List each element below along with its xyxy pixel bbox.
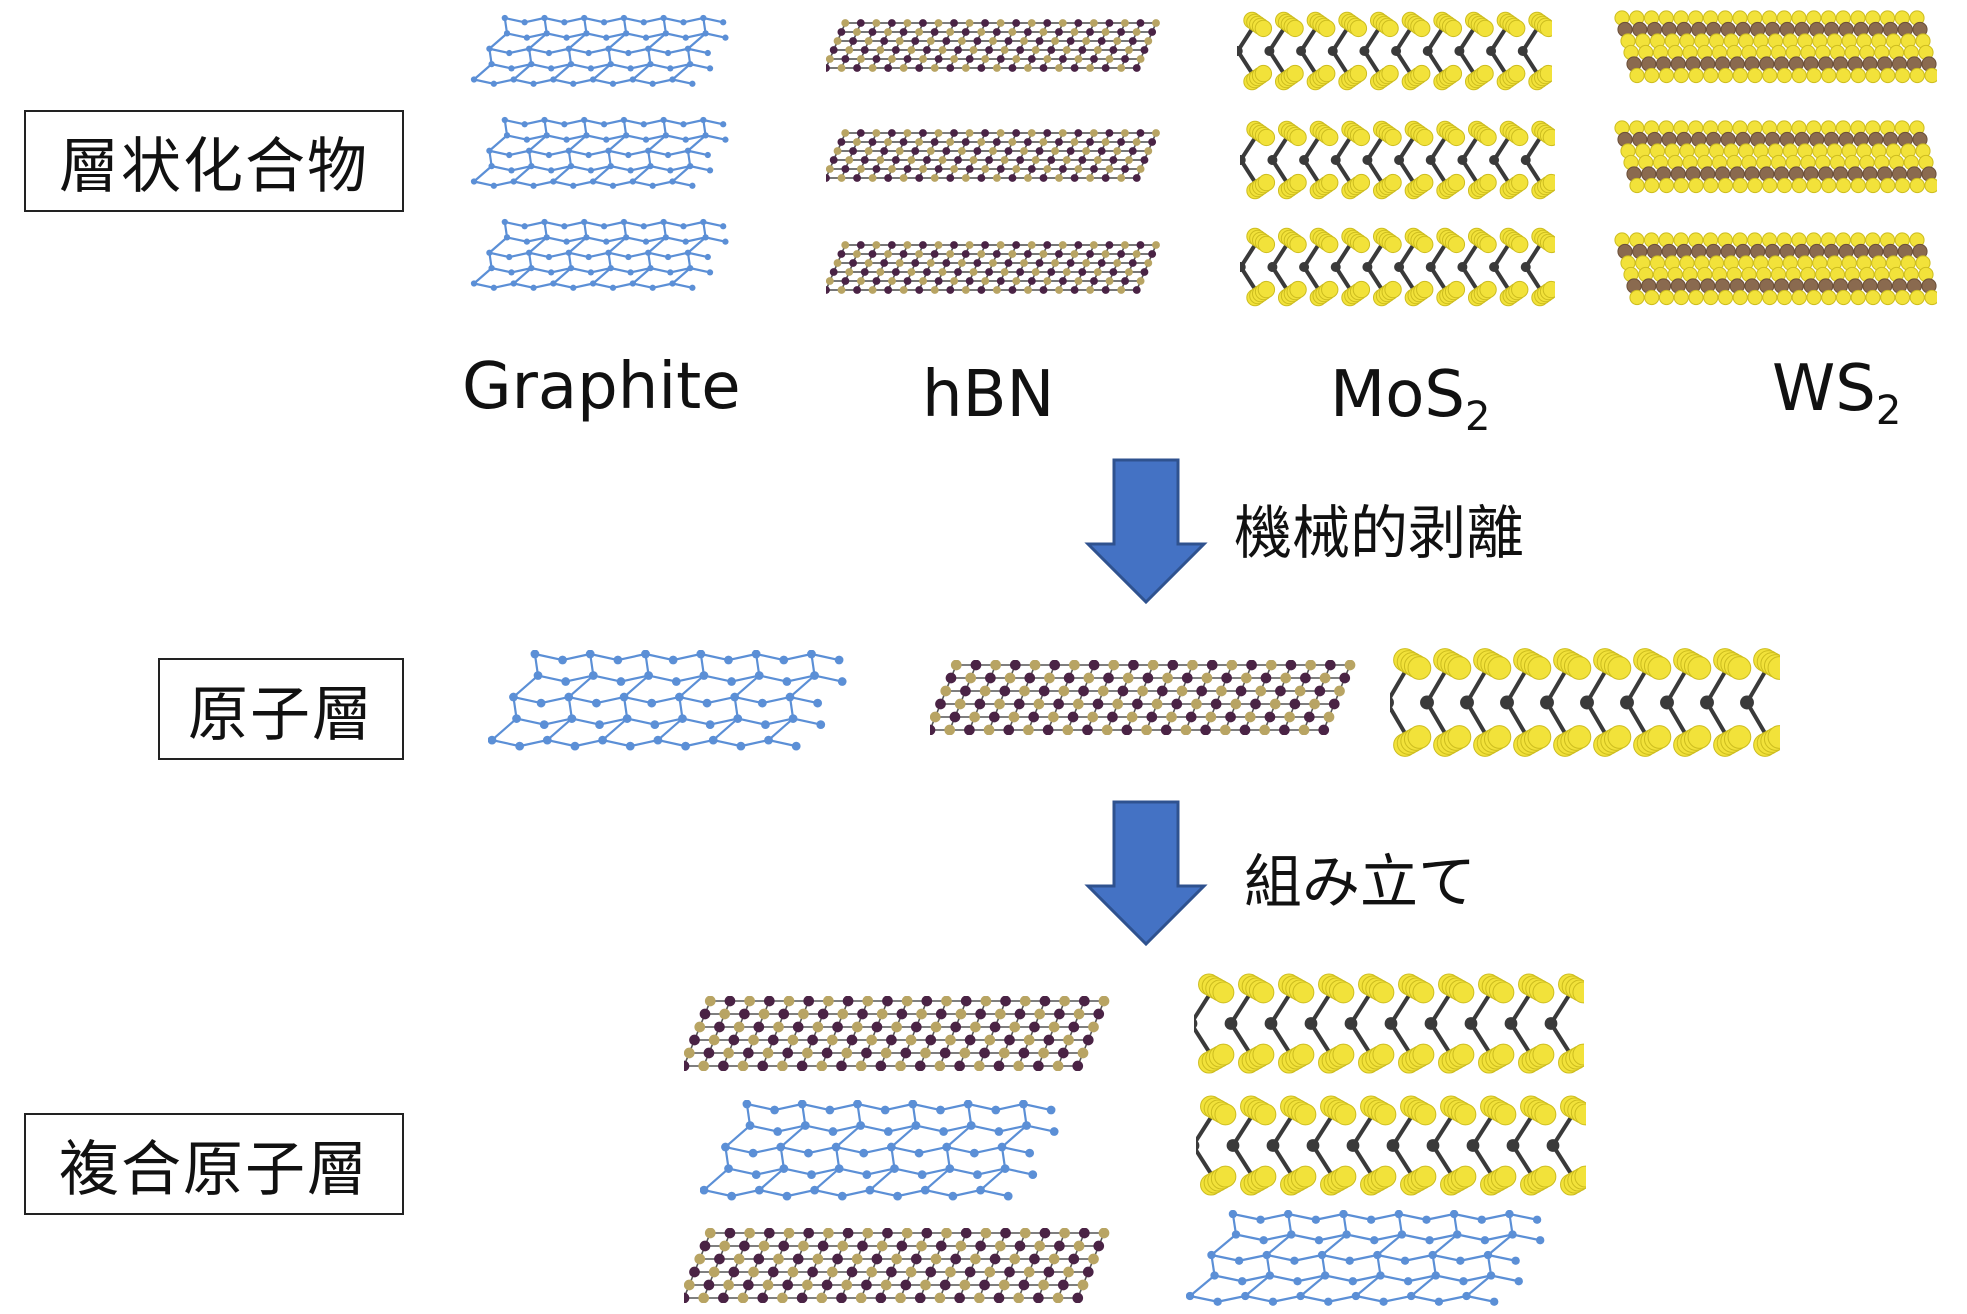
mos2-subscript: 2 (1465, 394, 1491, 440)
hbn-layer-1 (826, 19, 1160, 72)
assembly-label: 組み立て (1244, 848, 1477, 916)
mos2-label: MoS2 (1330, 358, 1490, 440)
hbn-layer-2 (826, 129, 1160, 182)
hbn-label: hBN (922, 358, 1055, 432)
stack-left-hbn-bottom (684, 1228, 1110, 1303)
mos2-layer-3 (1240, 227, 1555, 307)
mechanical-exfoliation-label: 機械的剥離 (1234, 499, 1525, 567)
mos2-layer-1 (1237, 11, 1552, 91)
layered-compounds-box: 層状化合物 (24, 110, 404, 212)
composite-atomic-layer-box: 複合原子層 (24, 1113, 404, 1215)
graphite-layer-2 (470, 116, 729, 189)
mos2-layer-2 (1240, 120, 1555, 200)
graphite-label: Graphite (462, 350, 741, 424)
stack-right-graphene (1186, 1210, 1545, 1306)
graphite-layer-3 (470, 218, 729, 291)
stack-right-mos2-bottom (1196, 1095, 1586, 1196)
stack-left-graphene (700, 1100, 1059, 1201)
ws2-layer-3 (1614, 232, 1937, 306)
ws2-label: WS2 (1772, 352, 1901, 434)
composite-atomic-layer-label: 複合原子層 (59, 1134, 369, 1205)
layered-compounds-label: 層状化合物 (59, 131, 369, 202)
graphite-layer-1 (470, 14, 729, 87)
stack-right-mos2-top (1194, 973, 1584, 1074)
mos2-monolayer (1390, 648, 1780, 757)
hbn-layer-3 (826, 241, 1160, 294)
atomic-layer-label: 原子層 (188, 679, 374, 750)
hbn-monolayer (930, 660, 1356, 735)
assembly-arrow-icon (1084, 800, 1208, 947)
ws2-text: WS (1772, 352, 1876, 426)
mos2-text: MoS (1330, 358, 1465, 432)
atomic-layer-box: 原子層 (158, 658, 404, 760)
exfoliation-arrow-icon (1084, 458, 1208, 605)
ws2-subscript: 2 (1875, 388, 1902, 434)
ws2-layer-2 (1614, 120, 1937, 194)
ws2-layer-1 (1614, 10, 1937, 84)
graphene-monolayer (488, 650, 847, 751)
stack-left-hbn-top (684, 996, 1110, 1071)
